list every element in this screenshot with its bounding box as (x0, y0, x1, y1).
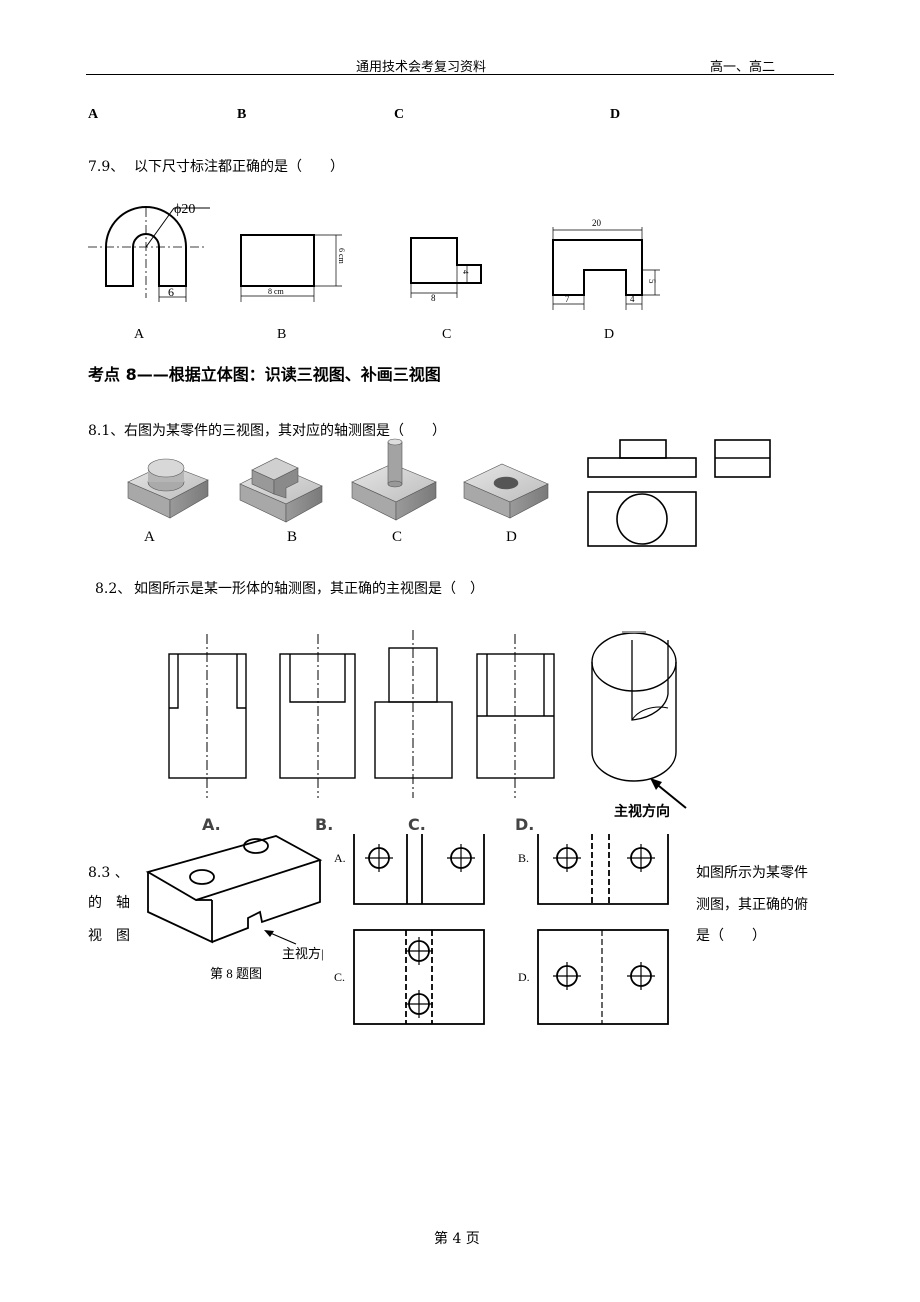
q82-view-d (476, 634, 555, 798)
q79-label-a: A (134, 327, 145, 342)
q82-view-a (168, 634, 247, 798)
q81-label-d: D (506, 529, 517, 545)
q83-number: 8.3 、 (88, 865, 129, 881)
q82-iso-cylinder (591, 631, 677, 782)
q83-right-line-1: 如图所示为某零件 (696, 865, 808, 881)
q83-option-b (537, 834, 669, 905)
q79-c-width: 8 (431, 293, 436, 303)
q82-direction: 主视方向 (614, 803, 670, 820)
q83-label-d: D. (518, 970, 530, 984)
q83-option-a (353, 834, 485, 905)
q79-label-c: C (442, 327, 451, 342)
q83-figures: 主视方| 第 8 题图 (145, 834, 669, 1025)
q79-figure-b (240, 234, 342, 302)
q81-iso-d (463, 463, 549, 519)
prev-option-c: C (394, 107, 405, 122)
q82-label-b: B. (315, 815, 333, 834)
q82-label-a: A. (202, 815, 221, 834)
q82-text: 如图所示是某一形体的轴测图，其正确的主视图是（ ） (134, 581, 484, 597)
q83-left-line-2: 视 图 (88, 928, 130, 944)
prev-option-b: B (237, 107, 247, 122)
q82-label-d: D. (515, 815, 534, 834)
q79-text: 以下尺寸标注都正确的是（ ） (134, 159, 344, 175)
header-rule (86, 74, 834, 75)
q81-label-c: C (392, 529, 402, 545)
q81-label-b: B (287, 529, 297, 545)
header-title: 通用技术会考复习资料 (356, 60, 487, 75)
q82-number: 8.2、 (95, 581, 132, 597)
q79-figures: ϕ20 6 6 cm 8 cm 4 8 20 7 (88, 202, 660, 342)
page-number: 第 4 页 (434, 1231, 480, 1247)
q82-view-b (279, 634, 356, 798)
q79-d-right: 4 (630, 294, 635, 304)
q79-label-b: B (277, 327, 286, 342)
q83-right-line-2: 测图，其正确的俯 (696, 897, 808, 913)
q83-caption: 第 8 题图 (210, 966, 262, 981)
q83-option-c (353, 929, 485, 1025)
q82-view-c (374, 630, 453, 798)
q79-a-dia: ϕ20 (174, 202, 195, 217)
q83-label-b: B. (518, 851, 529, 865)
q79-label-d: D (604, 327, 614, 342)
q82-label-c: C. (408, 815, 426, 834)
direction-arrow-icon (653, 781, 687, 809)
q79-figure-a (88, 206, 210, 302)
q81-iso-a (127, 458, 209, 519)
q79-d-top: 20 (592, 218, 602, 228)
q81-iso-c (351, 438, 437, 521)
q83-right-line-3: 是（ ） (696, 928, 766, 944)
q79-figure-d (552, 227, 660, 310)
q79-number: 7.9、 (88, 159, 125, 175)
q81-number: 8.1、 (88, 423, 125, 439)
q81-figures: A B C D (127, 438, 771, 547)
q83-option-d (537, 929, 669, 1025)
q79-b-height: 6 cm (337, 248, 346, 265)
prev-option-a: A (88, 107, 99, 122)
q82-figures: 主视方向 A. B. C. D. (168, 630, 687, 834)
q79-figure-c (410, 237, 482, 298)
q79-c-height: 4 (461, 270, 470, 274)
q83-label-a: A. (334, 851, 346, 865)
q79-b-width: 8 cm (268, 287, 285, 296)
q83-direction-arrow-icon (267, 931, 297, 945)
q83-iso-block (145, 835, 323, 944)
q79-d-left: 7 (565, 294, 570, 304)
q81-label-a: A (144, 529, 155, 545)
section8-title: 考点 8——根据立体图：识读三视图、补画三视图 (88, 365, 441, 384)
q79-a-width: 6 (168, 285, 174, 299)
q83-direction: 主视方| (282, 946, 324, 961)
q83-label-c: C. (334, 970, 345, 984)
q81-text: 右图为某零件的三视图，其对应的轴测图是（ ） (124, 423, 446, 439)
q81-three-views (587, 439, 771, 547)
header-grade: 高一、高二 (710, 60, 776, 75)
q83-left-line-1: 的 轴 (88, 895, 130, 911)
prev-option-d: D (610, 107, 621, 122)
q81-iso-b (239, 457, 323, 523)
q79-d-height: 5 (647, 279, 657, 284)
